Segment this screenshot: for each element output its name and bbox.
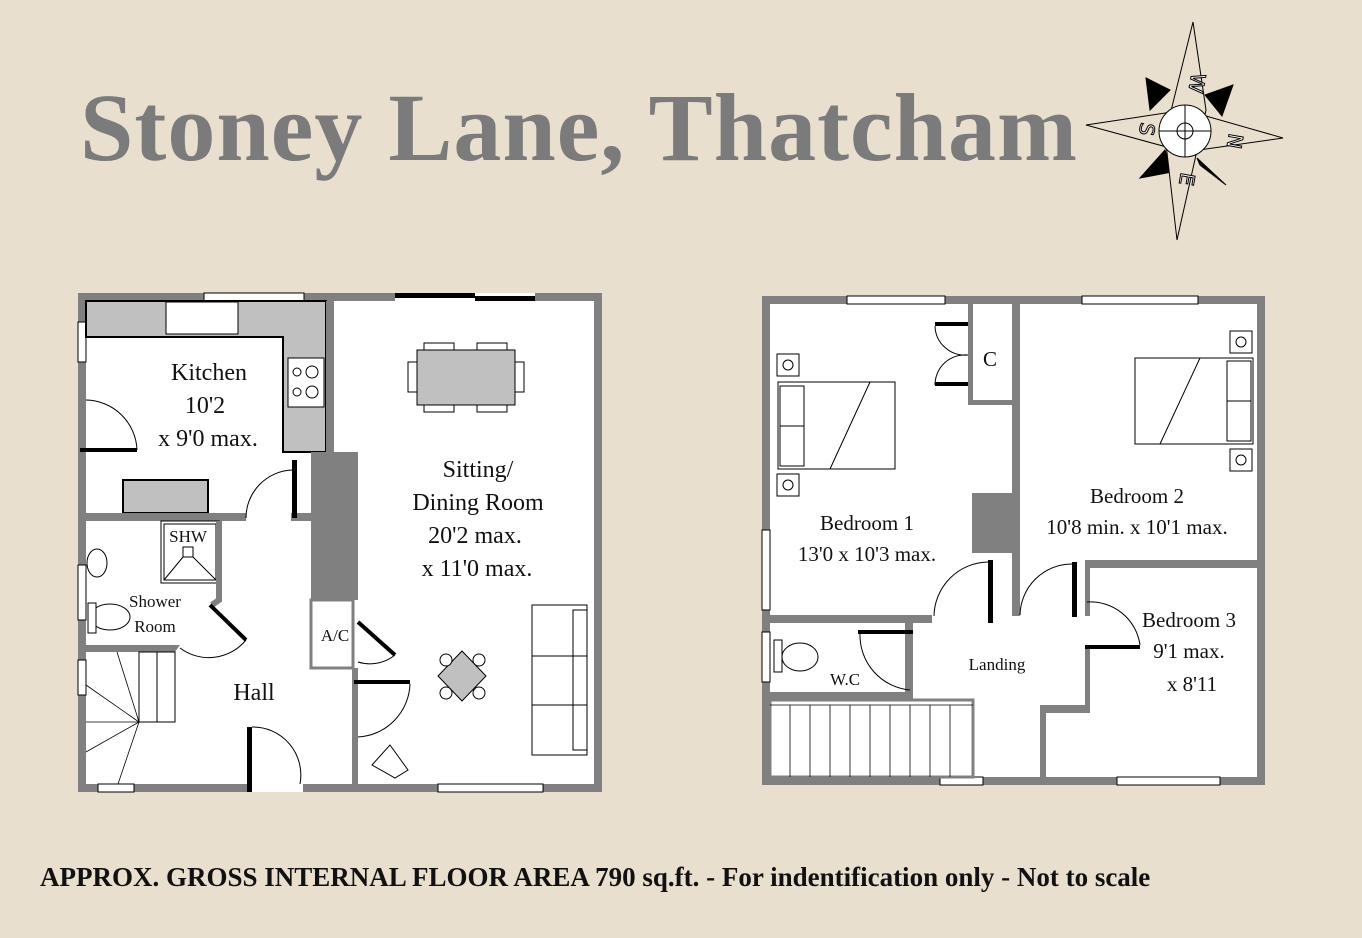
- sitting-room-dimension: 20'2 max.: [428, 523, 522, 549]
- shower-label: SHW: [169, 527, 208, 546]
- bedroom-3-dimension-2: x 8'11: [1167, 672, 1217, 696]
- bedroom-2-dimension: 10'8 min. x 10'1 max.: [1046, 515, 1227, 539]
- bedroom-1-dimension: 13'0 x 10'3 max.: [798, 542, 936, 566]
- dining-room-label: Dining Room: [412, 490, 544, 516]
- floor-area-note: APPROX. GROSS INTERNAL FLOOR AREA 790 sq…: [40, 862, 1151, 892]
- compass-north-label: N: [1222, 132, 1248, 151]
- bedroom-2-label: Bedroom 2: [1090, 484, 1184, 508]
- kitchen-label: Kitchen: [171, 360, 247, 386]
- bedroom-3-label: Bedroom 3: [1142, 608, 1236, 632]
- cupboard-label: C: [983, 347, 997, 371]
- kitchen-dimension: 10'2: [185, 393, 225, 419]
- sitting-room-label: Sitting/: [443, 457, 514, 483]
- kitchen-dimension-2: x 9'0 max.: [158, 426, 258, 452]
- landing-label: Landing: [969, 655, 1026, 674]
- sitting-room-dimension-2: x 11'0 max.: [422, 556, 533, 582]
- airing-cupboard-label: A/C: [321, 626, 349, 645]
- bedroom-1-label: Bedroom 1: [820, 511, 914, 535]
- hall-label: Hall: [233, 680, 275, 706]
- bedroom-3-dimension: 9'1 max.: [1153, 639, 1224, 663]
- compass-rose-icon: W N E S: [1085, 21, 1284, 241]
- shower-room-label-2: Room: [134, 617, 176, 636]
- page-title: Stoney Lane, Thatcham: [80, 74, 1079, 181]
- compass-south-label: S: [1134, 121, 1160, 138]
- compass-east-label: E: [1174, 171, 1200, 188]
- first-floor: [761, 295, 1265, 786]
- ground-floor: [77, 292, 602, 793]
- shower-room-label: Shower: [129, 592, 181, 611]
- wc-label: W.C: [830, 670, 860, 689]
